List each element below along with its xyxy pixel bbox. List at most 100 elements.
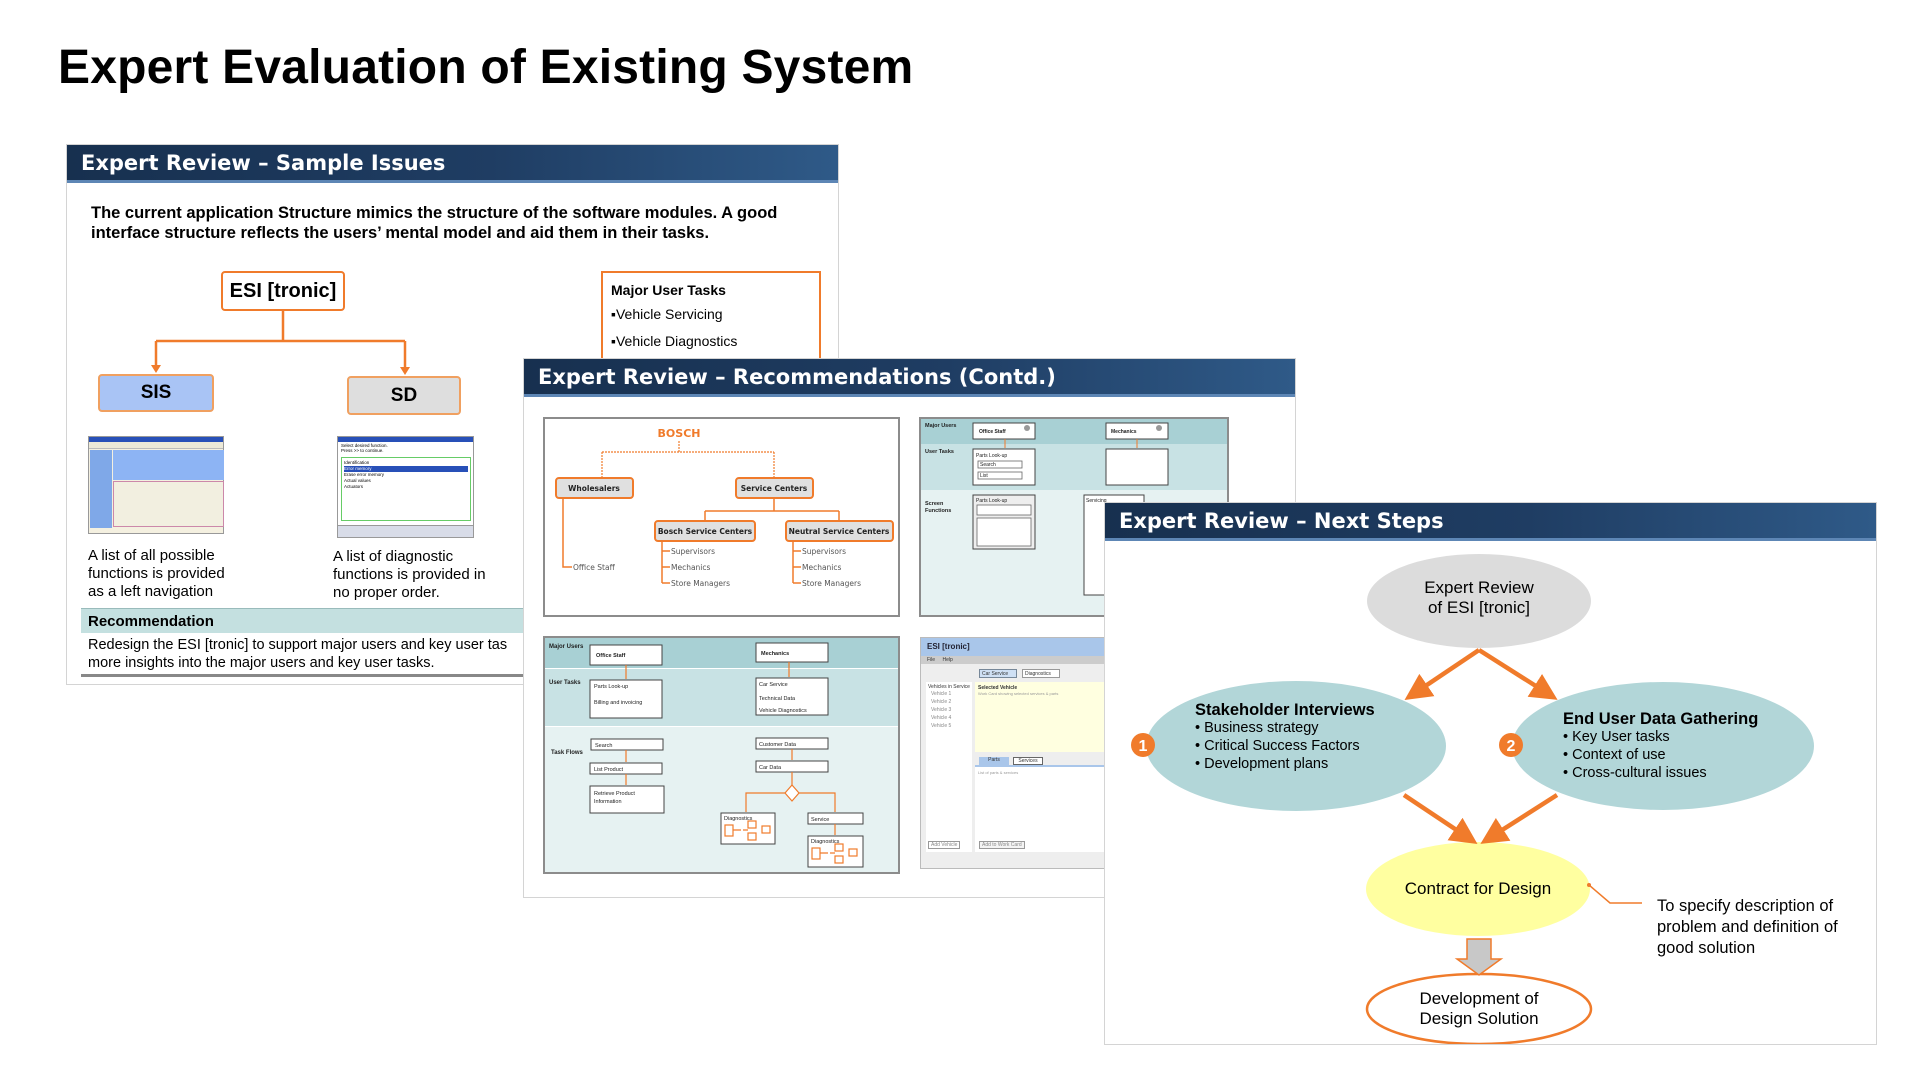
tab-parts[interactable]: Parts: [979, 757, 1009, 765]
sis-screenshot-thumbnail: [88, 436, 224, 534]
badge-number: 1: [1139, 738, 1148, 755]
slide-next-steps[interactable]: Expert Review – Next Steps 1 2 Expert Re…: [1104, 502, 1877, 1045]
stakeholder-node: [1146, 681, 1446, 811]
task-flows-panel: Major Users User Tasks Task Flows Office…: [543, 636, 900, 874]
arrow: [1480, 793, 1559, 844]
sis-box: SIS: [98, 374, 214, 412]
org-role: Supervisors: [671, 547, 715, 556]
end-user-node: [1512, 682, 1814, 810]
task-item: ▪Vehicle Servicing: [611, 306, 723, 322]
vehicle-item[interactable]: Vehicle 3: [931, 707, 952, 713]
org-chart-panel: BOSCH Wholesalers Service Centers Bosch …: [543, 417, 900, 617]
org-root: BOSCH: [658, 427, 701, 440]
flow-task: Technical Data: [759, 696, 796, 702]
diagnostics-button[interactable]: Diagnostics: [1022, 669, 1060, 678]
page-title: Expert Evaluation of Existing System: [58, 41, 914, 94]
org-service-centers: Service Centers: [741, 484, 808, 493]
flow-step: Car Data: [759, 765, 782, 771]
car-service-button[interactable]: Car Service: [979, 669, 1017, 678]
org-wholesalers: Wholesalers: [568, 484, 620, 493]
callout-line: [1588, 884, 1642, 904]
vehicle-item[interactable]: Vehicle 4: [931, 715, 952, 721]
row-label: Screen: [925, 501, 944, 507]
flow-step: Service: [811, 817, 829, 823]
flow-step: Diagnostics: [724, 816, 753, 822]
mock-list: List: [980, 473, 988, 479]
mock-search: Search: [980, 462, 996, 468]
step-badge-1: [1131, 733, 1155, 757]
contract-node: [1366, 842, 1590, 936]
down-arrow-icon: [1454, 938, 1504, 976]
vehicle-item[interactable]: Vehicle 1: [931, 691, 952, 697]
menu-file[interactable]: File: [927, 657, 936, 663]
tab-services[interactable]: Services: [1013, 757, 1043, 765]
org-role: Mechanics: [671, 563, 711, 572]
arrow: [1404, 648, 1481, 701]
flow-task: Parts Look-up: [594, 684, 628, 690]
org-role: Store Managers: [671, 579, 730, 588]
next-steps-diagram: 1 2: [1131, 554, 1814, 1044]
row-label: Task Flows: [551, 750, 584, 756]
step-badge-2: [1499, 733, 1523, 757]
contract-label: Contract for Design: [1404, 879, 1552, 898]
flow-task: Billing and invoicing: [594, 700, 642, 706]
org-role: Supervisors: [802, 547, 846, 556]
org-role: Store Managers: [802, 579, 861, 588]
esi-tronic-box: ESI [tronic]: [221, 271, 345, 311]
arrow: [1402, 793, 1478, 844]
row-label: Functions: [925, 508, 951, 514]
row-label: Major Users: [549, 644, 584, 650]
thumb-prompt-line: Select desired function.: [341, 443, 388, 448]
mock-mechanics: Mechanics: [1111, 429, 1137, 435]
slide-header: Expert Review – Recommendations (Contd.): [524, 359, 1295, 397]
badge-number: 2: [1507, 738, 1516, 755]
task-item: ▪Vehicle Diagnostics: [611, 333, 738, 349]
stakeholder-interviews: Stakeholder Interviews • Business strate…: [1195, 701, 1375, 772]
flow-step: List Product: [594, 767, 624, 773]
recommendation-text: Redesign the ESI [tronic] to support maj…: [81, 633, 541, 677]
mock-office-staff: Office Staff: [979, 429, 1006, 435]
slide-header: Expert Review – Sample Issues: [67, 145, 838, 183]
add-vehicle-button[interactable]: Add Vehicle: [928, 841, 961, 849]
vehicle-item[interactable]: Vehicle 2: [931, 699, 952, 705]
mock-screen-title: Parts Look-up: [976, 498, 1007, 504]
thumb-list-item: Actuators: [344, 484, 364, 489]
flow-task: Car Service: [759, 682, 788, 688]
screen-functions-panel: Major Users User Tasks Screen Functions …: [919, 417, 1229, 617]
flow-task: Vehicle Diagnostics: [759, 708, 807, 714]
flow-step: Diagnostics: [811, 839, 840, 845]
intro-text: The current application Structure mimics…: [91, 204, 778, 242]
org-bosch-sc: Bosch Service Centers: [658, 527, 753, 536]
add-to-work-card-button[interactable]: Add to Work Card: [979, 841, 1025, 849]
thumb-list-item-selected: Error memory: [344, 466, 468, 472]
row-label: Major Users: [925, 423, 957, 429]
org-role: Mechanics: [802, 563, 842, 572]
sd-screenshot-thumbnail: Select desired function. Press >> to con…: [337, 436, 474, 538]
flow-step: Information: [594, 799, 622, 805]
sd-box: SD: [347, 376, 461, 415]
thumb-prompt-line: Press >> to continue.: [341, 448, 384, 453]
flow-office-staff: Office Staff: [596, 653, 626, 659]
tree-connectors: [151, 311, 410, 375]
thumb-list-item: Actual values: [344, 478, 371, 483]
mock-parts-lookup: Parts Look-up: [976, 453, 1007, 459]
recommendation-title: Recommendation: [81, 608, 541, 633]
vehicle-item[interactable]: Vehicle 5: [931, 723, 952, 729]
app-menu-bar: File Help: [921, 656, 1169, 664]
slide-header: Expert Review – Next Steps: [1105, 503, 1876, 541]
org-office-staff: Office Staff: [573, 563, 616, 572]
menu-help[interactable]: Help: [942, 657, 953, 663]
thumb-list-item: Identification: [344, 460, 370, 465]
flow-step: Search: [595, 743, 612, 749]
flow-mechanics: Mechanics: [761, 651, 789, 657]
arrow: [1477, 648, 1558, 700]
thumb-list-item: Erase error memory: [344, 472, 385, 477]
mock-servicing: Servicing: [1086, 498, 1107, 504]
expert-review-node: [1367, 554, 1591, 648]
row-label: User Tasks: [549, 680, 581, 686]
